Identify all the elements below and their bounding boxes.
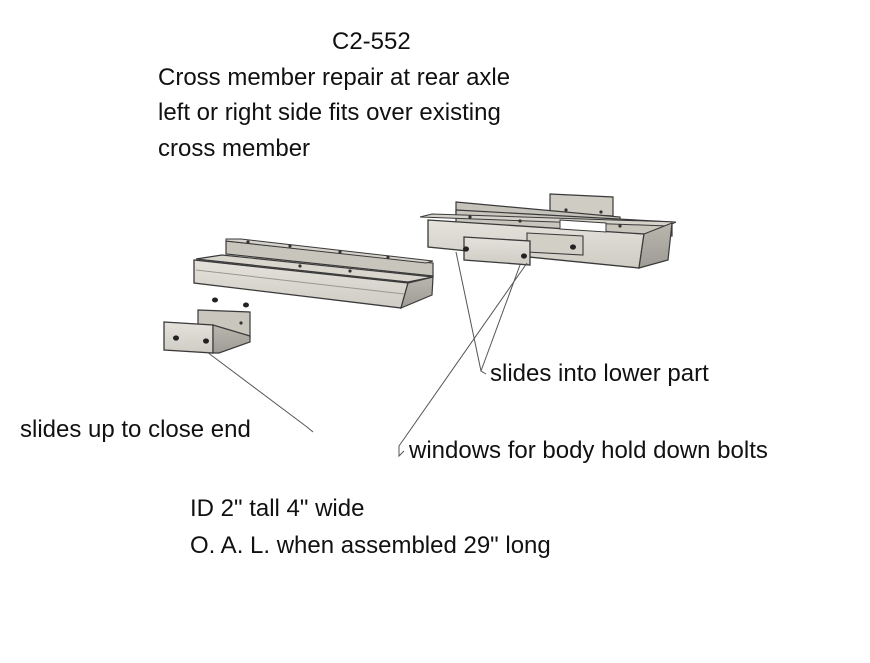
callout-slides-up: slides up to close end: [20, 416, 251, 443]
spec-dimensions: ID 2" tall 4" wide: [190, 495, 365, 522]
spec-overall-length: O. A. L. when assembled 29" long: [190, 532, 551, 559]
description-line-3: cross member: [158, 135, 311, 162]
right-lower-part: [419, 193, 677, 269]
end-cap-part: [163, 309, 251, 354]
callout-windows: windows for body hold down bolts: [409, 437, 768, 464]
callout-slides-into-lower: slides into lower part: [490, 360, 709, 387]
bolts: [212, 297, 249, 308]
description-line-2: left or right side fits over existing: [158, 99, 501, 126]
left-channel-part: [193, 238, 434, 310]
part-number: C2-552: [332, 28, 411, 55]
leader-lines: [206, 251, 528, 458]
description-line-1: Cross member repair at rear axle: [158, 64, 511, 91]
